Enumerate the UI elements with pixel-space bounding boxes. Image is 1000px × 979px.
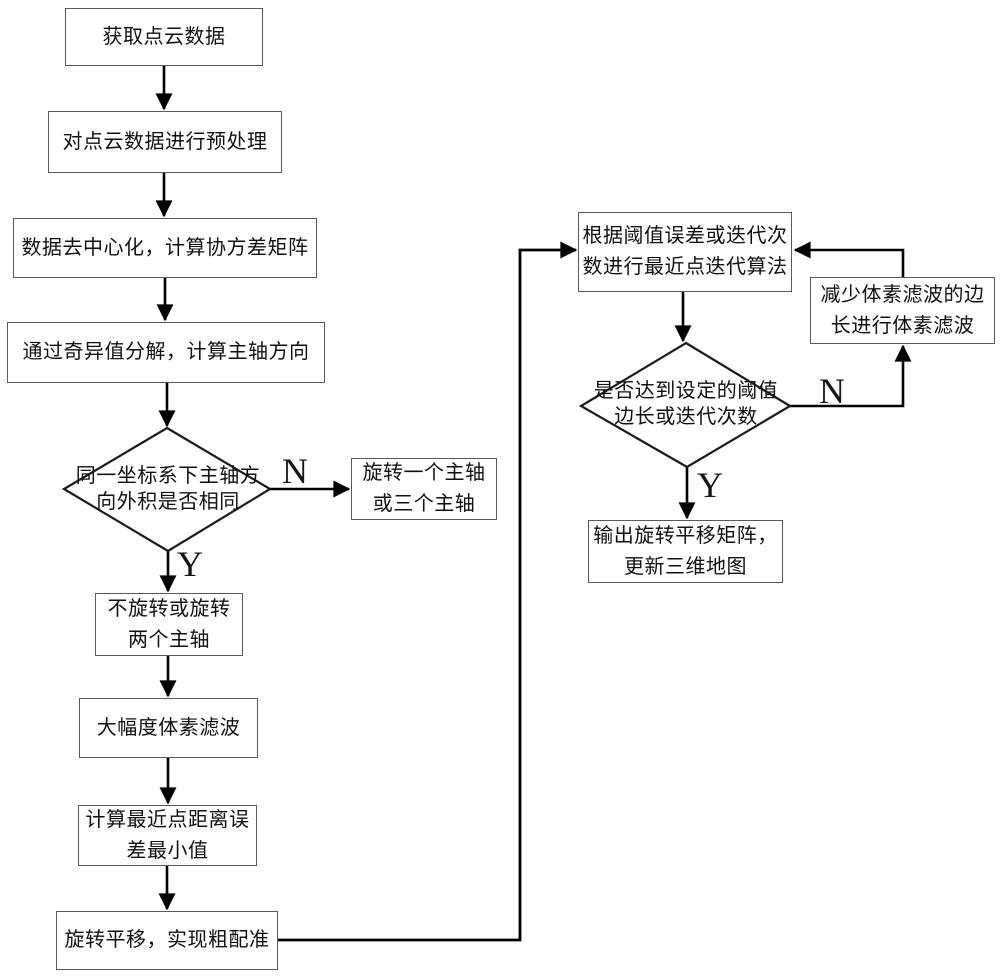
node-nearest-point-error: 计算最近点距离误 差最小值 [78,805,257,866]
decision-axes-same-label: 同一坐标系下主轴方 向外积是否相同 [75,465,261,514]
branch-label-threshold-no: N [819,371,845,411]
node-large-voxel-filter: 大幅度体素滤波 [79,698,258,758]
decision-threshold-check-shape [578,341,793,469]
node-output-transform-matrix: 输出旋转平移矩阵， 更新三维地图 [588,520,783,583]
node-preprocess-point-cloud: 对点云数据进行预处理 [48,111,282,173]
node-acquire-point-cloud: 获取点云数据 [65,8,263,66]
node-rotate-one-or-three-axes: 旋转一个主轴 或三个主轴 [351,458,497,520]
branch-label-threshold-yes: Y [697,465,723,505]
arrow-reduce-voxel-to-icp [793,241,905,277]
node-iterative-closest-point: 根据阈值误差或迭代次 数进行最近点迭代算法 [578,212,792,292]
node-rotate-none-or-two-axes: 不旋转或旋转 两个主轴 [95,593,243,656]
arrow-threshold-no-to-reduce-voxel [790,344,912,408]
decision-threshold-check-label: 是否达到设定的阈值 边长或迭代次数 [593,380,779,429]
node-coarse-registration: 旋转平移，实现粗配准 [56,911,278,970]
node-svd-principal-axes: 通过奇异值分解，计算主轴方向 [7,322,325,383]
branch-label-axes-same-yes: Y [177,544,203,584]
node-reduce-voxel-filter: 减少体素滤波的边 长进行体素滤波 [810,277,995,344]
node-decenter-covariance: 数据去中心化，计算协方差矩阵 [13,218,317,278]
arrow-coarse-align-to-icp [278,241,578,942]
decision-axes-same-shape [61,426,273,553]
branch-label-axes-same-no: N [282,451,308,491]
